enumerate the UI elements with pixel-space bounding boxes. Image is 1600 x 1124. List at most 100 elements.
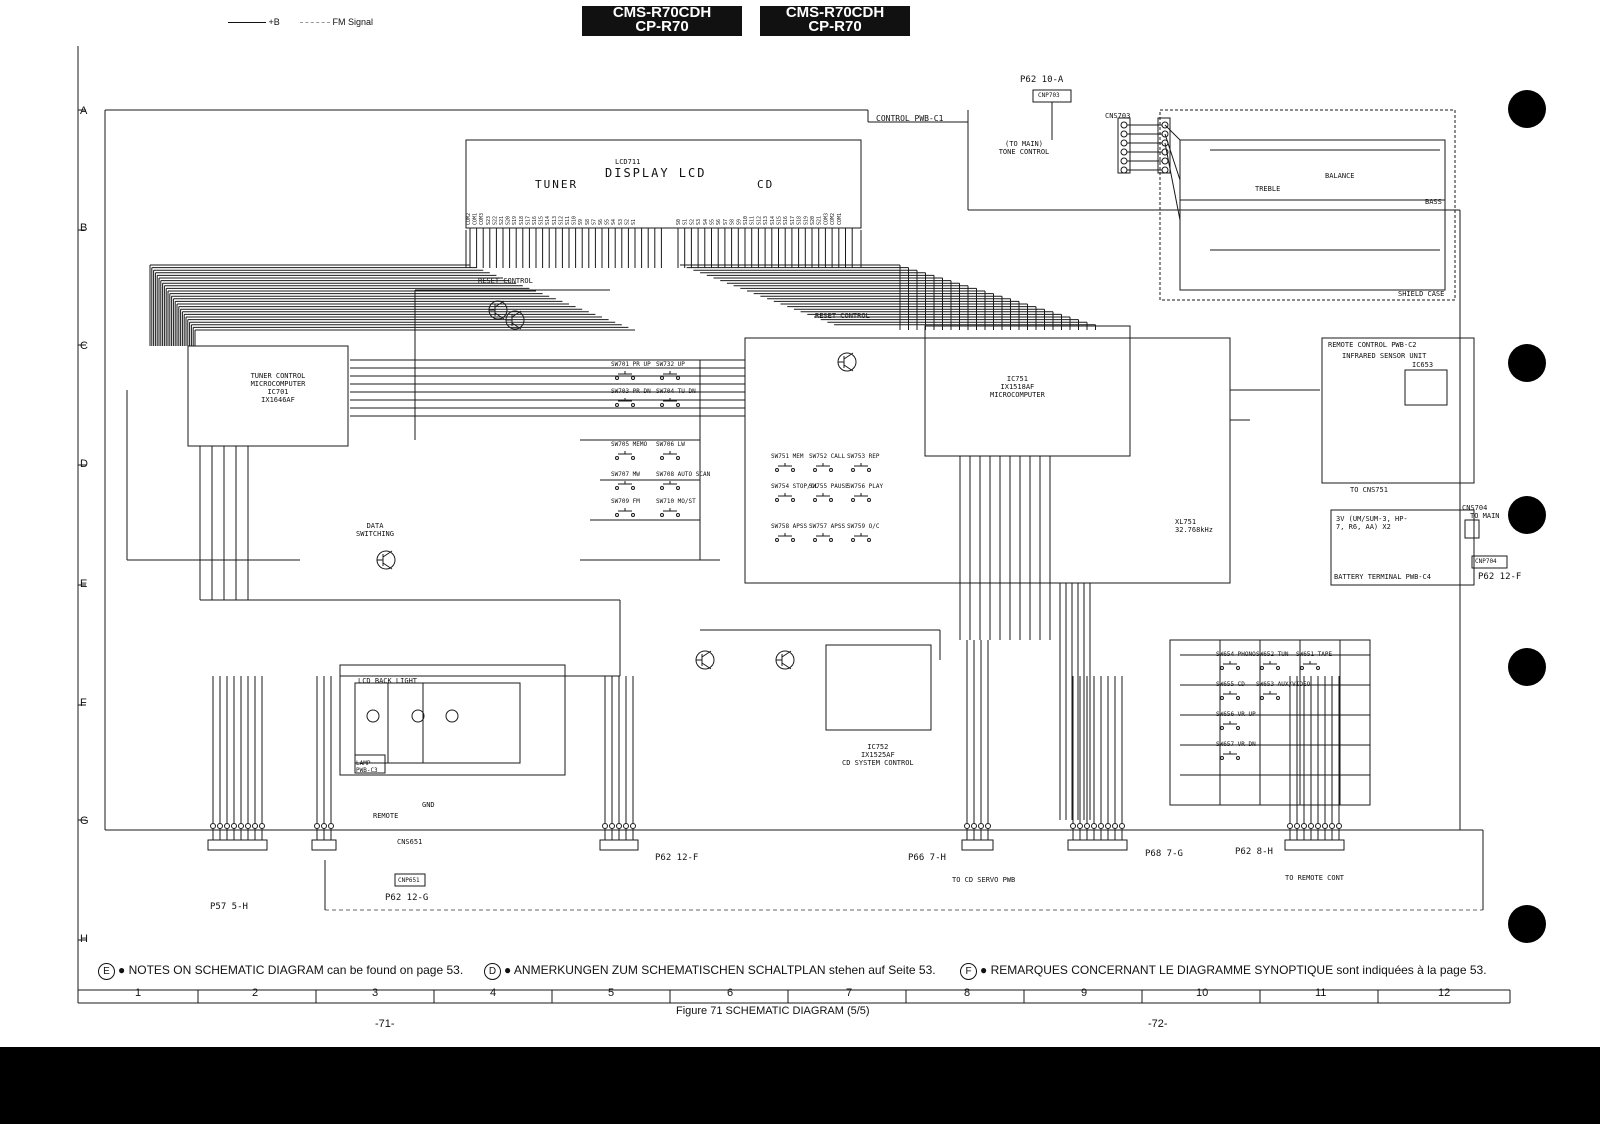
infrared-ref: IC653 (1412, 361, 1434, 369)
treble-label: TREBLE (1255, 185, 1281, 193)
note-french: F● REMARQUES CONCERNANT LE DIAGRAMME SYN… (960, 963, 1487, 980)
cd-system-control-label: IC752 IX1525AF CD SYSTEM CONTROL (842, 743, 914, 767)
svg-text:S19: S19 (803, 216, 809, 225)
connector-to-cd-servo: TO CD SERVO PWB (952, 876, 1016, 884)
svg-text:COM2: COM2 (466, 213, 472, 225)
switch-label: SW732 UP (656, 361, 685, 368)
note-d-icon: D (484, 963, 501, 980)
svg-text:S2: S2 (624, 219, 630, 225)
svg-text:S5: S5 (710, 219, 716, 225)
reset-control-label-2: RESET CONTROL (815, 312, 870, 320)
col-label-9: 9 (1081, 987, 1088, 999)
svg-text:S11: S11 (750, 216, 756, 225)
switch-label: SW759 O/C (847, 523, 880, 530)
svg-text:S14: S14 (770, 216, 776, 225)
lcd-ref: LCD711 (615, 158, 641, 166)
row-label-g: G (80, 815, 89, 827)
svg-text:S13: S13 (552, 216, 558, 225)
mcu-label: IC751 IX1518AF MICROCOMPUTER (990, 375, 1045, 399)
svg-text:S7: S7 (723, 219, 729, 225)
row-label-d: D (80, 458, 88, 470)
data-switching-label: DATA SWITCHING (356, 522, 394, 538)
switch-label: SW755 PAUSE (809, 483, 849, 490)
svg-text:S5: S5 (605, 219, 611, 225)
switch-label: SW754 STOP/CL (771, 483, 818, 490)
connector-to-remote: TO REMOTE CONT (1285, 874, 1345, 882)
switch-label: SW752 CALL (809, 453, 846, 460)
tuner-label: TUNER (535, 178, 579, 191)
svg-text:S6: S6 (716, 219, 722, 225)
svg-text:S0: S0 (676, 219, 682, 225)
svg-text:S15: S15 (539, 216, 545, 225)
page-number-right: -72- (1148, 1018, 1168, 1030)
svg-text:S21: S21 (817, 216, 823, 225)
connector-cnp703: CNP703 (1038, 92, 1060, 99)
col-label-3: 3 (372, 987, 379, 999)
svg-text:S23: S23 (486, 216, 492, 225)
svg-text:S10: S10 (572, 216, 578, 225)
switch-label: SW655 CD (1216, 681, 1245, 688)
note-f-icon: F (960, 963, 977, 980)
connector-p62-f1: P62 12-F (655, 853, 699, 863)
connector-cns703: CNS703 (1105, 112, 1131, 120)
svg-text:S4: S4 (611, 219, 617, 225)
row-label-c: C (80, 340, 88, 352)
col-label-4: 4 (490, 987, 497, 999)
svg-text:S17: S17 (525, 216, 531, 225)
svg-text:S20: S20 (506, 216, 512, 225)
svg-text:S12: S12 (756, 216, 762, 225)
cd-label: CD (757, 178, 775, 191)
svg-text:S13: S13 (763, 216, 769, 225)
reset-control-label: RESET CONTROL (478, 277, 533, 285)
row-label-a: A (80, 105, 88, 117)
svg-text:S18: S18 (797, 216, 803, 225)
connector-to-main: TO MAIN (1470, 512, 1500, 520)
connector-cns704: CNS704 (1462, 504, 1488, 512)
scan-bottom-bar (0, 1047, 1600, 1124)
remote-pwb-label: REMOTE CONTROL PWB-C2 (1328, 341, 1417, 349)
switch-label: SW654 PHONO (1216, 651, 1256, 658)
switch-label: SW756 PLAY (847, 483, 884, 490)
switch-label: SW652 TUN (1256, 651, 1289, 658)
svg-text:S16: S16 (532, 216, 538, 225)
shield-case-label: SHIELD CASE (1398, 290, 1445, 298)
svg-text:S17: S17 (790, 216, 796, 225)
svg-text:S9: S9 (736, 219, 742, 225)
svg-text:S7: S7 (591, 219, 597, 225)
svg-text:S21: S21 (499, 216, 505, 225)
lcd-back-light-label: LCD BACK LIGHT (358, 677, 418, 685)
tone-control-label: (TO MAIN) TONE CONTROL (998, 140, 1050, 156)
svg-text:S2: S2 (689, 219, 695, 225)
switch-label: SW709 FM (611, 498, 640, 505)
switch-label: SW751 MEM (771, 453, 804, 460)
figure-caption: Figure 71 SCHEMATIC DIAGRAM (5/5) (676, 1005, 870, 1017)
switch-label: SW705 MEMO (611, 441, 648, 448)
svg-text:S3: S3 (696, 219, 702, 225)
battery-text: 3V (UM/SUM-3, HP-7, R6, AA) X2 (1336, 515, 1408, 531)
svg-text:S14: S14 (545, 216, 551, 225)
svg-text:COM3: COM3 (479, 213, 485, 225)
binder-hole (1508, 90, 1546, 128)
svg-text:COM1: COM1 (837, 213, 843, 225)
col-label-10: 10 (1196, 987, 1209, 999)
svg-text:S1: S1 (683, 219, 689, 225)
switch-label: SW653 AUX/VIDEO (1256, 681, 1311, 688)
binder-hole (1508, 344, 1546, 382)
svg-text:COM3: COM3 (823, 213, 829, 225)
row-label-f: F (80, 697, 87, 709)
switch-label: SW707 MW (611, 471, 640, 478)
connector-p66: P66 7-H (908, 853, 946, 863)
svg-text:S10: S10 (743, 216, 749, 225)
binder-hole (1508, 905, 1546, 943)
svg-text:S11: S11 (565, 216, 571, 225)
switch-label: SW701 PR UP (611, 361, 651, 368)
infrared-label: INFRARED SENSOR UNIT (1342, 352, 1427, 360)
svg-text:S1: S1 (631, 219, 637, 225)
svg-text:S8: S8 (730, 219, 736, 225)
legend-fm: FM Signal (300, 17, 373, 27)
connector-p62-h: P62 8-H (1235, 847, 1273, 857)
col-label-11: 11 (1315, 987, 1327, 999)
svg-text:S12: S12 (558, 216, 564, 225)
